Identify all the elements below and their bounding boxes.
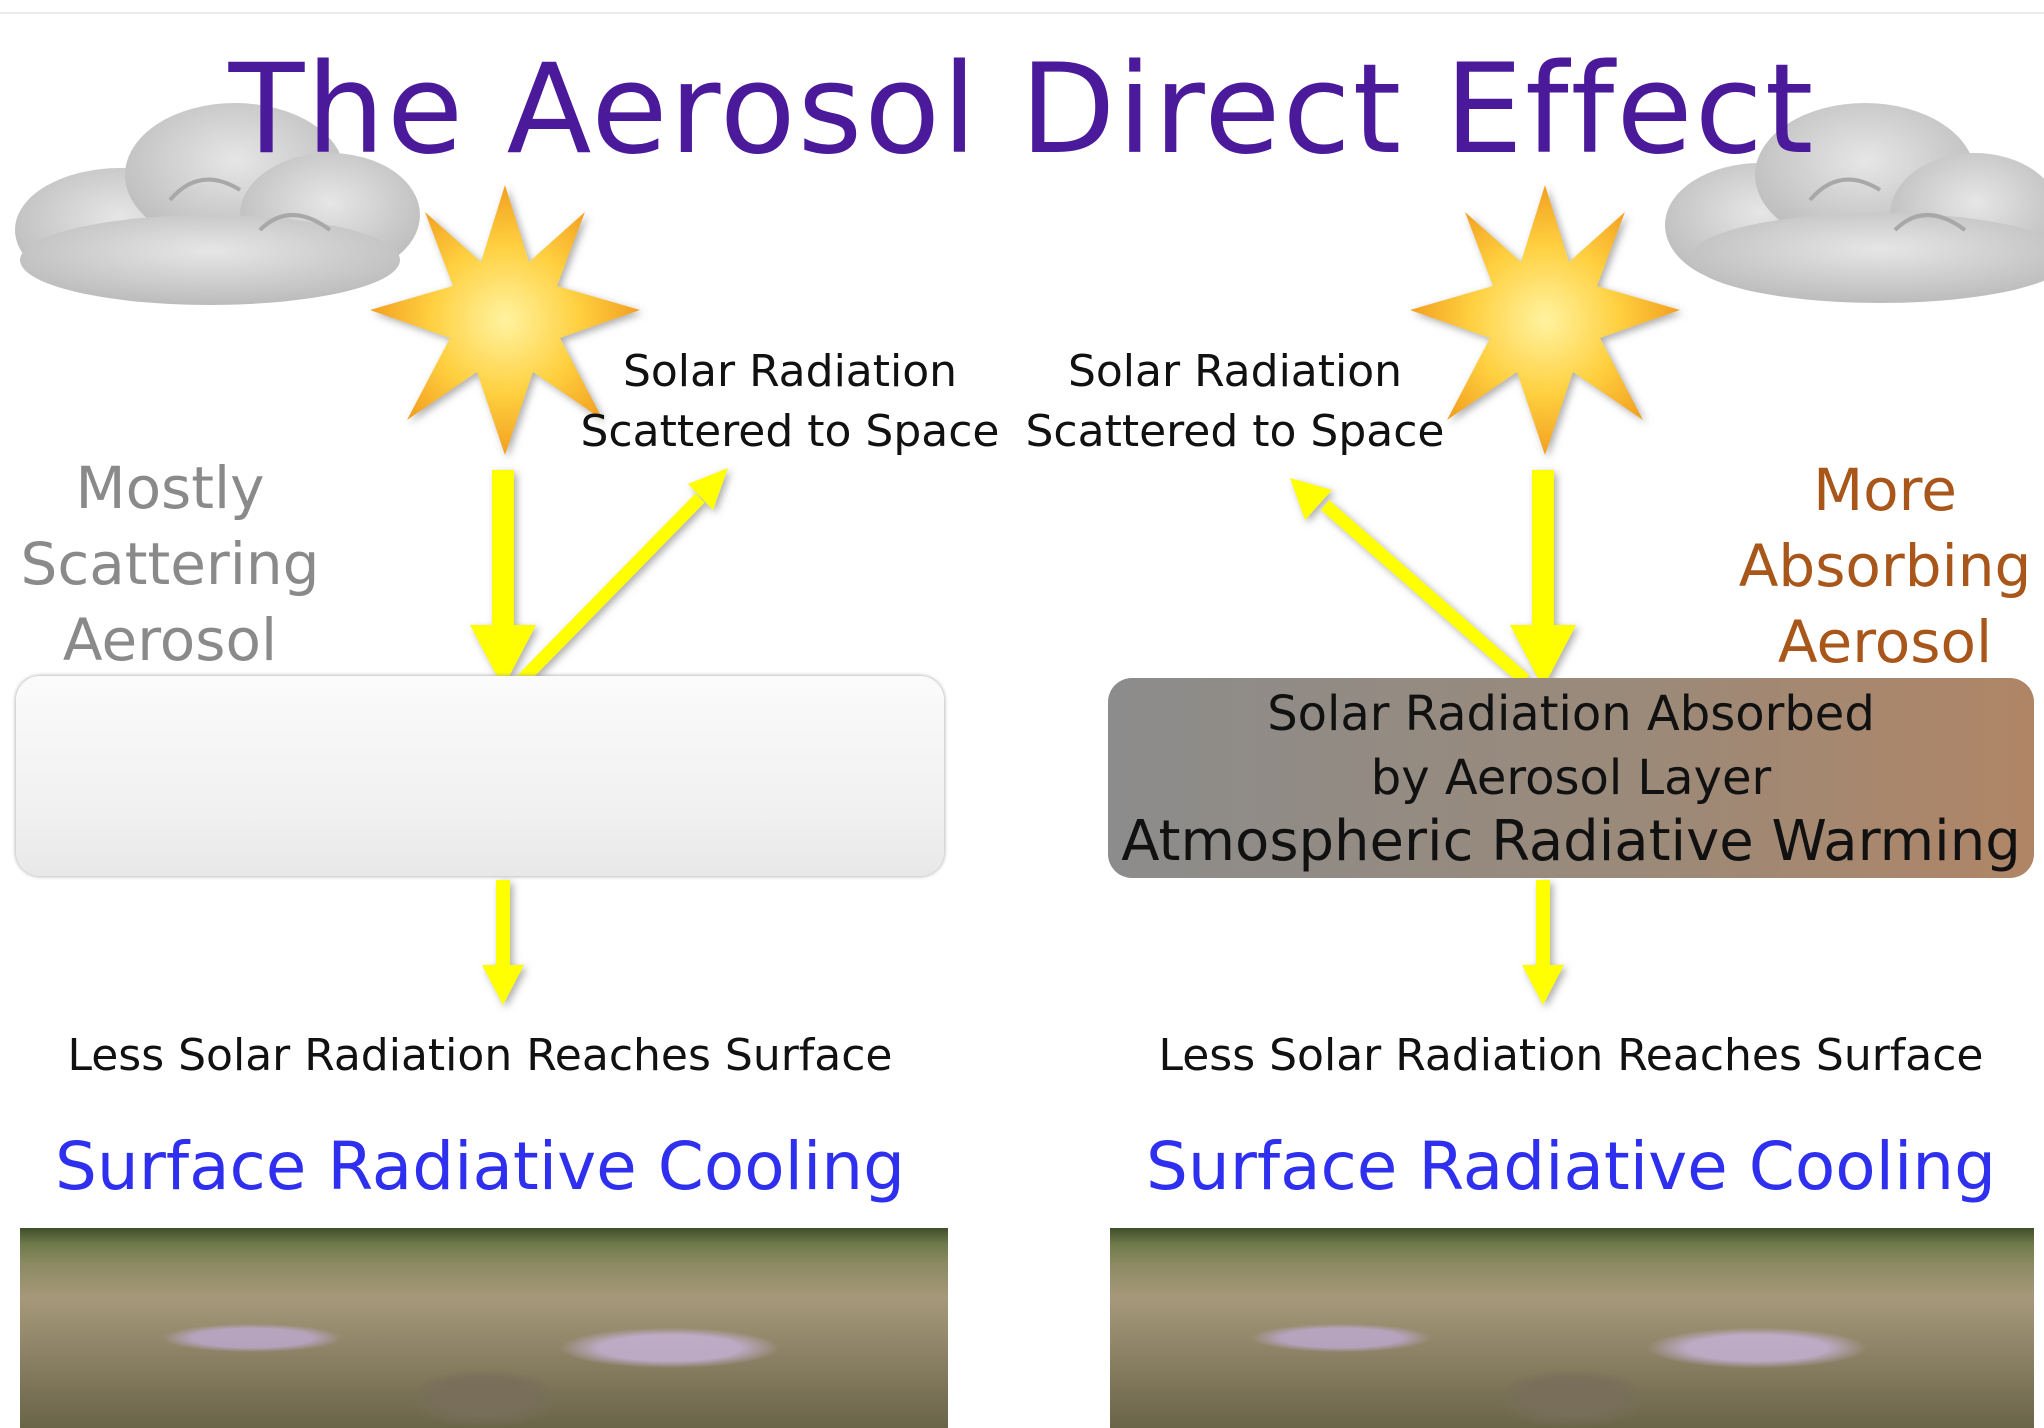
- absorbing-aerosol-layer: Solar Radiation Absorbed by Aerosol Laye…: [1108, 678, 2034, 878]
- right-aerosol-line3: Aerosol: [1777, 608, 1993, 676]
- left-scattered-line2: Scattered to Space: [580, 406, 1000, 457]
- right-ground-image: [1110, 1228, 2034, 1428]
- right-layer-line2: by Aerosol Layer: [1370, 750, 1772, 806]
- sun-icon: [1410, 185, 1680, 455]
- arrow-icon: [482, 880, 524, 1005]
- cloud-icon: [1665, 103, 2044, 303]
- right-aerosol-line2: Absorbing: [1738, 532, 2032, 600]
- right-warming-label: Atmospheric Radiative Warming: [1121, 809, 2021, 874]
- arrow-icon: [470, 470, 536, 688]
- diagram-title: The Aerosol Direct Effect: [228, 38, 1816, 182]
- left-cooling-label: Surface Radiative Cooling: [54, 1128, 906, 1205]
- arrow-icon: [1522, 880, 1564, 1005]
- right-aerosol-label: More Absorbing Aerosol: [1730, 452, 2040, 680]
- scattering-aerosol-layer: [16, 676, 944, 876]
- left-aerosol-line2: Scattering: [20, 530, 320, 598]
- arrow-icon: [1290, 478, 1530, 685]
- left-ground-image: [20, 1228, 948, 1428]
- left-aerosol-label: Mostly Scattering Aerosol: [20, 450, 320, 678]
- left-aerosol-line3: Aerosol: [62, 606, 278, 674]
- right-scattered-line1: Solar Radiation: [1067, 346, 1403, 397]
- top-divider: [0, 12, 2044, 14]
- right-surface-label: Less Solar Radiation Reaches Surface: [1158, 1030, 1984, 1081]
- right-layer-line1: Solar Radiation Absorbed: [1267, 686, 1875, 742]
- left-scattered-line1: Solar Radiation: [622, 346, 958, 397]
- right-scattered-label: Solar Radiation Scattered to Space: [1025, 342, 1445, 462]
- arrow-icon: [513, 468, 728, 689]
- left-aerosol-line1: Mostly: [75, 454, 265, 522]
- arrow-icon: [1510, 470, 1576, 688]
- right-cooling-label: Surface Radiative Cooling: [1145, 1128, 1997, 1205]
- right-scattered-line2: Scattered to Space: [1025, 406, 1445, 457]
- left-surface-label: Less Solar Radiation Reaches Surface: [67, 1030, 893, 1081]
- cloud-icon: [15, 103, 420, 305]
- left-scattered-label: Solar Radiation Scattered to Space: [580, 342, 1000, 462]
- sun-icon: [370, 185, 640, 455]
- right-aerosol-line1: More: [1813, 456, 1957, 524]
